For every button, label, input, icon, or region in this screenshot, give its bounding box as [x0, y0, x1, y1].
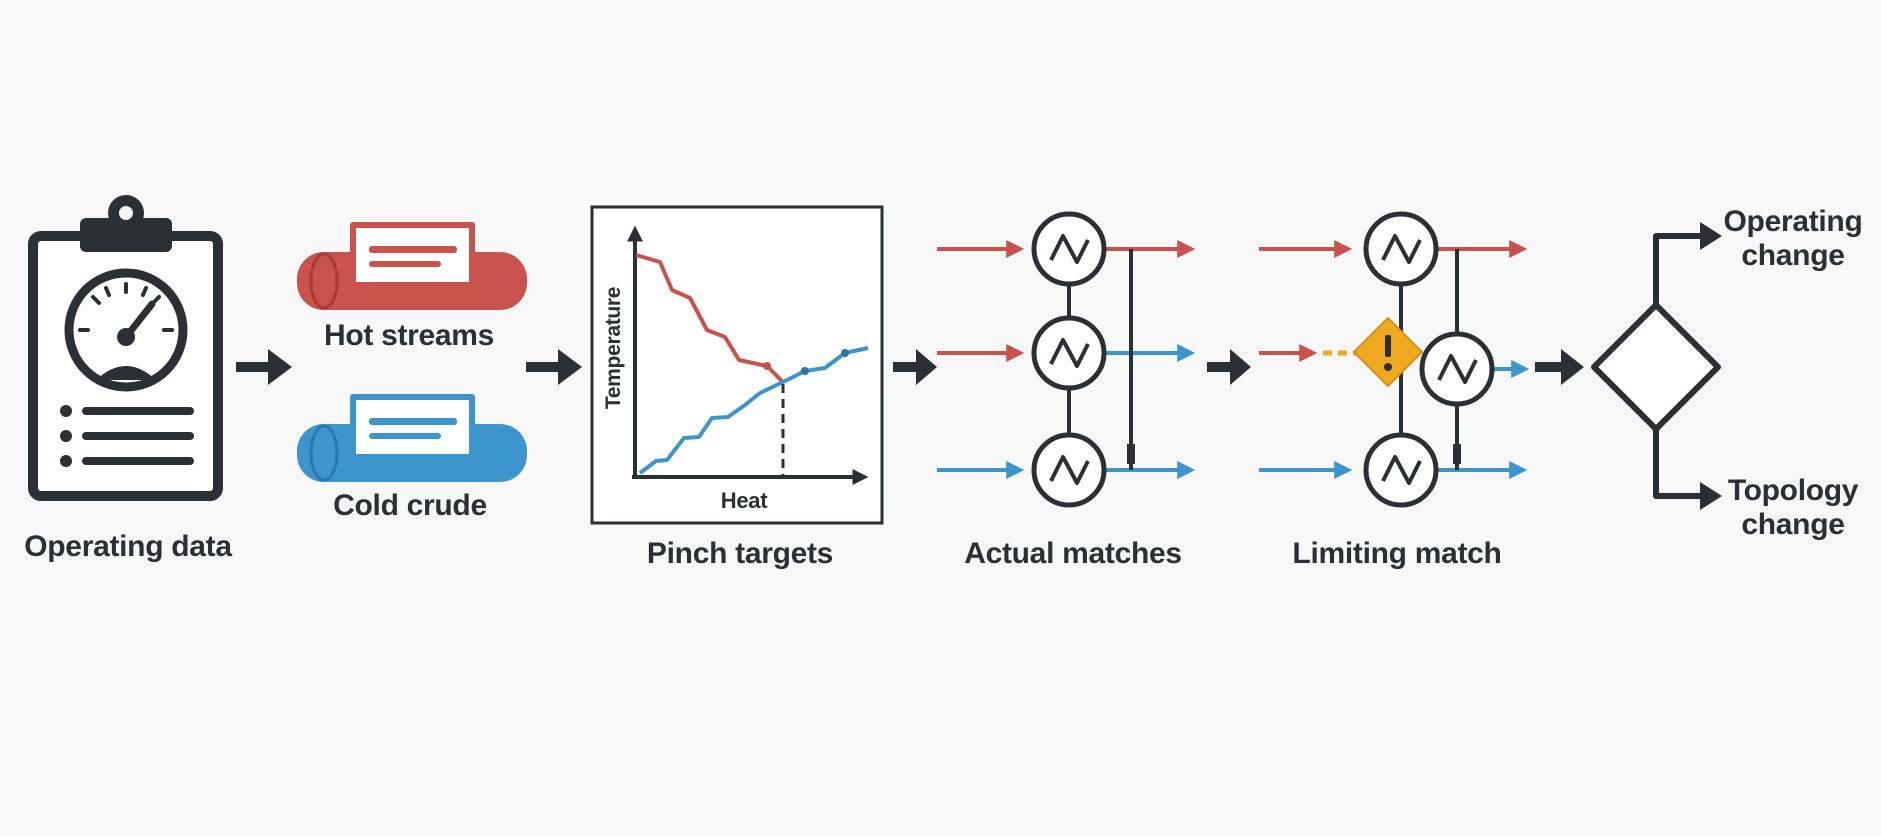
heat-exchanger-icon	[1363, 432, 1439, 508]
actual-matches-network	[937, 211, 1196, 508]
heat-exchanger-icon	[1031, 211, 1107, 287]
branch-arrow-down	[1700, 482, 1722, 510]
warning-icon	[1353, 317, 1423, 387]
pinch-chart	[590, 205, 884, 525]
flow-arrow	[893, 349, 937, 385]
chart-x-axis-label: Heat	[720, 488, 768, 513]
stage-label-limiting-match: Limiting match	[1292, 537, 1502, 570]
outcome-label-topology-change: Topology change	[1727, 474, 1859, 541]
cold-curve-point	[841, 349, 849, 357]
chart-y-axis-label: Temperature	[602, 286, 625, 410]
limiting-match-network	[1259, 211, 1530, 508]
cold-pipe-icon	[297, 394, 527, 482]
branch-arrow-up	[1700, 222, 1722, 250]
decision-diamond-icon	[1591, 222, 1722, 510]
heat-exchanger-icon	[1031, 315, 1107, 391]
flow-arrow	[526, 349, 582, 385]
cold-curve-point	[801, 367, 809, 375]
stage-label-operating-data: Operating data	[24, 530, 232, 563]
hot-composite-curve	[635, 253, 785, 384]
stage-label-actual-matches: Actual matches	[964, 537, 1182, 570]
hot-curve-point	[763, 362, 771, 370]
clipboard-gauge-icon	[28, 195, 223, 501]
stage-label-hot-streams: Hot streams	[323, 319, 495, 352]
flow-arrows	[236, 349, 1584, 385]
heat-exchanger-icon	[1363, 211, 1439, 287]
stage-label-pinch-targets: Pinch targets	[646, 537, 834, 570]
flow-arrow	[1535, 349, 1584, 385]
heat-exchanger-icon	[1031, 432, 1107, 508]
hot-pipe-icon	[297, 222, 527, 310]
flow-arrow	[236, 349, 292, 385]
flow-arrow	[1207, 349, 1251, 385]
heat-exchanger-icon	[1419, 331, 1495, 407]
stage-label-cold-crude: Cold crude	[333, 489, 487, 522]
cold-composite-curve	[638, 346, 869, 475]
outcome-label-operating-change: Operating change	[1723, 205, 1863, 272]
